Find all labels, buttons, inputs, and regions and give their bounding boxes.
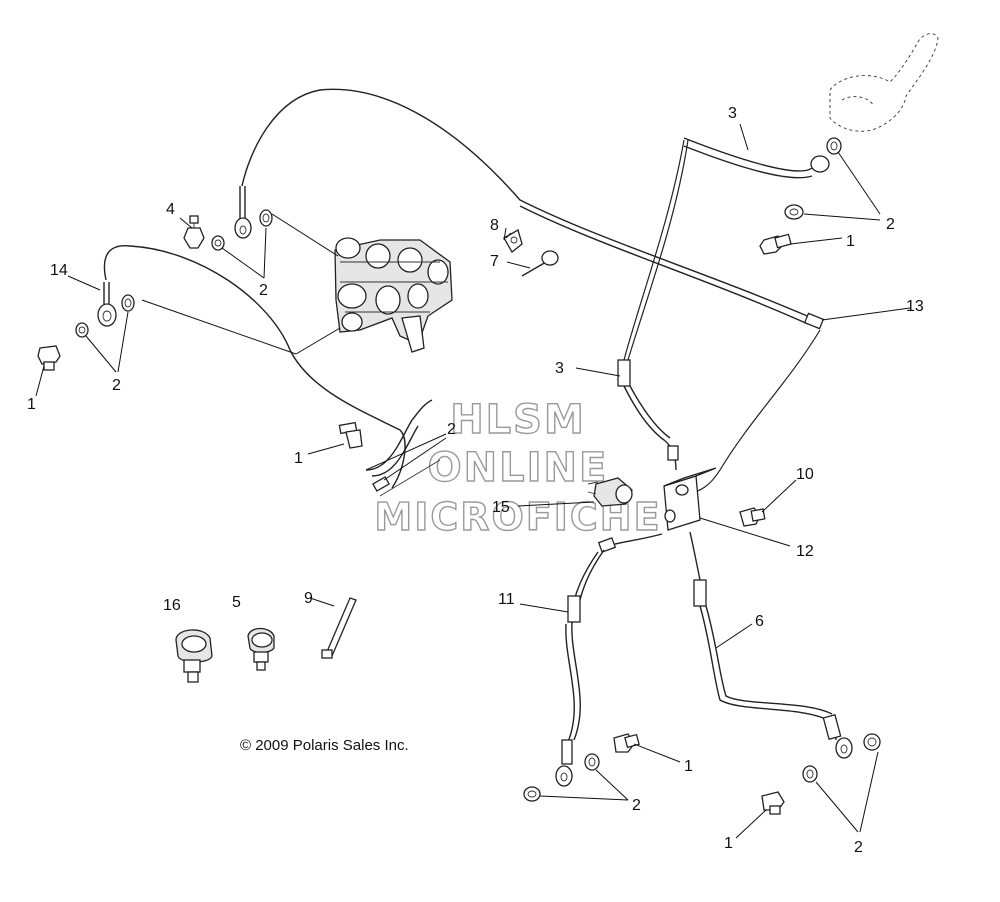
brake-line-3-upper xyxy=(683,137,842,220)
callout-6: 6 xyxy=(755,613,764,630)
hose-clamp-small xyxy=(247,627,275,671)
rivet xyxy=(521,250,559,277)
copyright-notice: © 2009 Polaris Sales Inc. xyxy=(240,737,409,754)
short-hose-segment xyxy=(365,399,441,497)
callout-3-upper: 3 xyxy=(728,105,737,122)
banjo-bolt-upper-right xyxy=(759,233,792,255)
callout-labels: 3 2 1 13 8 7 3 4 2 14 2 1 1 2 15 10 12 1… xyxy=(27,105,924,856)
brake-line-11 xyxy=(523,533,663,802)
callout-9: 9 xyxy=(304,590,313,607)
line-clip xyxy=(503,229,523,253)
brake-pressure-switch xyxy=(587,477,633,507)
callout-1-left: 1 xyxy=(27,396,36,413)
callout-2-lower-center: 2 xyxy=(632,797,641,814)
master-cylinder-assembly xyxy=(334,237,453,353)
block-mounting-bolt xyxy=(739,507,766,527)
banjo-bolt-lower-center xyxy=(613,733,640,753)
callout-3-lower: 3 xyxy=(555,360,564,377)
banjo-bolt-center xyxy=(338,421,363,449)
callout-15: 15 xyxy=(492,499,510,516)
brake-line-14 xyxy=(75,245,406,489)
callout-13: 13 xyxy=(906,298,924,315)
callout-10: 10 xyxy=(796,466,814,483)
leader-lines xyxy=(35,123,911,839)
watermark: HLSM ONLINE MICROFICHE xyxy=(374,396,661,539)
callout-7: 7 xyxy=(490,253,499,270)
callout-2-left: 2 xyxy=(112,377,121,394)
callout-5: 5 xyxy=(232,594,241,611)
handlebar-lever xyxy=(829,33,939,132)
callout-1-upper-right: 1 xyxy=(846,233,855,250)
callout-1-lower-center: 1 xyxy=(684,758,693,775)
callout-4: 4 xyxy=(166,201,175,218)
brake-line-3-lower xyxy=(617,139,689,471)
banjo-bolt-lower-right xyxy=(761,791,785,815)
callout-8: 8 xyxy=(490,217,499,234)
distribution-block xyxy=(663,467,717,531)
upper-banjo-fitting xyxy=(211,186,273,251)
watermark-line-1: HLSM xyxy=(450,397,586,443)
callout-12: 12 xyxy=(796,543,814,560)
bleeder-valve xyxy=(183,215,205,249)
cable-tie xyxy=(321,597,357,659)
callout-16: 16 xyxy=(163,597,181,614)
callout-1-lower-right: 1 xyxy=(724,835,733,852)
callout-11: 11 xyxy=(498,591,515,608)
callout-2-upper-middle: 2 xyxy=(259,282,268,299)
watermark-line-2: ONLINE xyxy=(428,445,609,491)
hose-clamp-large xyxy=(175,629,213,683)
callout-2-upper-right: 2 xyxy=(886,216,895,233)
brake-line-6 xyxy=(689,531,881,783)
callout-1-center: 1 xyxy=(294,450,303,467)
callout-14: 14 xyxy=(50,262,68,279)
callout-2-center: 2 xyxy=(447,421,456,438)
callout-2-lower-right: 2 xyxy=(854,839,863,856)
banjo-bolt-left xyxy=(37,345,61,371)
